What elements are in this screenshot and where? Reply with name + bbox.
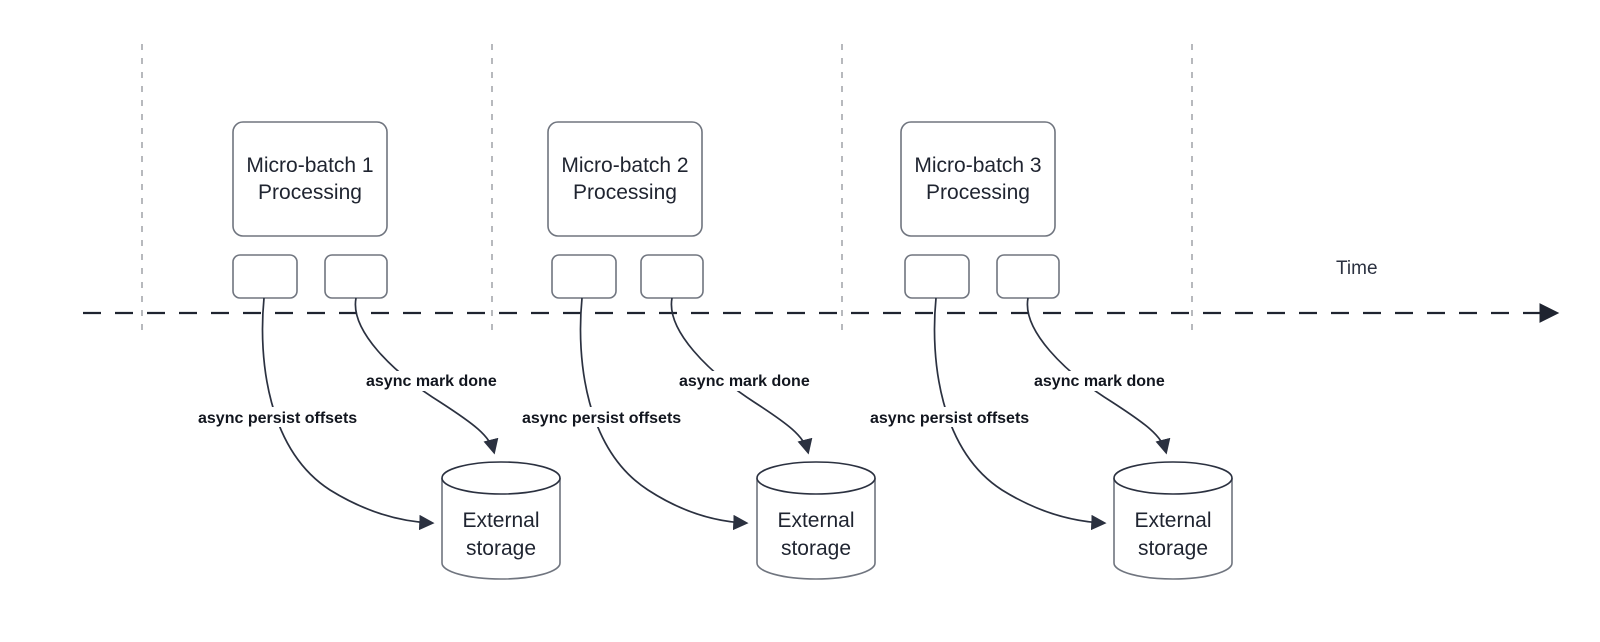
micro-batch-1-task-box-left[interactable] — [232, 254, 298, 299]
micro-batch-1-processing-box[interactable] — [232, 121, 388, 237]
micro-batch-3-mark-done-flow — [1026, 297, 1171, 455]
micro-batch-1-mark-done-label-bg — [362, 371, 504, 391]
micro-batch-2-storage-body — [756, 478, 876, 580]
micro-batch-3-storage-label-line1: External — [1134, 509, 1211, 532]
micro-batch-2-mark-done-label-bg — [675, 371, 817, 391]
micro-batch-3-storage-label-line2: storage — [1138, 537, 1208, 560]
micro-batch-2-label-line1: Micro-batch 2 — [561, 154, 688, 177]
micro-batch-3-storage-top — [1113, 461, 1233, 495]
micro-batch-2-external-storage[interactable]: External storage — [756, 461, 876, 580]
micro-batch-3-processing-box[interactable] — [900, 121, 1056, 237]
micro-batch-1-mark-done-flow — [354, 297, 499, 455]
micro-batch-3-task-box-right[interactable] — [996, 254, 1060, 299]
micro-batch-1-external-storage[interactable]: External storage — [441, 461, 561, 580]
micro-batch-2-persist-offsets-flow — [579, 297, 749, 531]
micro-batch-1-label-line2: Processing — [258, 181, 362, 204]
micro-batch-2-task-box-left[interactable] — [551, 254, 617, 299]
micro-batch-3-label-line2: Processing — [926, 181, 1030, 204]
micro-batch-3-persist-offsets-flow — [933, 297, 1107, 531]
micro-batch-1-persist-label: async persist offsets — [198, 410, 357, 427]
micro-batch-3-label-line1: Micro-batch 3 — [914, 154, 1041, 177]
micro-batch-2-persist-label: async persist offsets — [522, 410, 681, 427]
micro-batch-2-storage-top — [756, 461, 876, 495]
time-axis-label: Time — [1336, 258, 1378, 279]
micro-batch-2-storage-label-line2: storage — [781, 537, 851, 560]
micro-batch-2-storage-label-line1: External — [777, 509, 854, 532]
micro-batch-3-external-storage[interactable]: External storage — [1113, 461, 1233, 580]
time-axis: Time — [83, 258, 1560, 323]
micro-batch-3-mark-done-label-bg — [1030, 371, 1172, 391]
micro-batch-1-task-box-right[interactable] — [324, 254, 388, 299]
micro-batch-1-persist-label-bg — [194, 407, 374, 427]
micro-batch-group-2: Micro-batch 2 Processing async mark done… — [518, 121, 876, 580]
micro-batch-1-storage-label-line2: storage — [466, 537, 536, 560]
micro-batch-1-storage-top — [441, 461, 561, 495]
micro-batch-2-mark-done-flow — [670, 297, 813, 455]
micro-batch-1-persist-offsets-flow — [261, 297, 435, 531]
micro-batch-2-persist-label-bg — [518, 407, 698, 427]
micro-batch-1-storage-body — [441, 478, 561, 580]
micro-batch-1-storage-label-line1: External — [462, 509, 539, 532]
micro-batch-2-mark-done-label: async mark done — [679, 373, 810, 390]
micro-batch-3-persist-label-bg — [866, 407, 1046, 427]
micro-batch-3-mark-done-label: async mark done — [1034, 373, 1165, 390]
micro-batch-1-label-line1: Micro-batch 1 — [246, 154, 373, 177]
micro-batch-2-task-box-right[interactable] — [640, 254, 704, 299]
micro-batch-1-mark-done-label: async mark done — [366, 373, 497, 390]
micro-batch-3-storage-body — [1113, 478, 1233, 580]
micro-batch-3-task-box-left[interactable] — [904, 254, 970, 299]
micro-batch-group-3: Micro-batch 3 Processing async mark done… — [866, 121, 1233, 580]
batch-boundary-ticks — [141, 44, 1193, 330]
micro-batch-2-label-line2: Processing — [573, 181, 677, 204]
micro-batch-3-persist-label: async persist offsets — [870, 410, 1029, 427]
micro-batch-group-1: Micro-batch 1 Processing async mark done… — [194, 121, 561, 580]
micro-batch-2-processing-box[interactable] — [547, 121, 703, 237]
